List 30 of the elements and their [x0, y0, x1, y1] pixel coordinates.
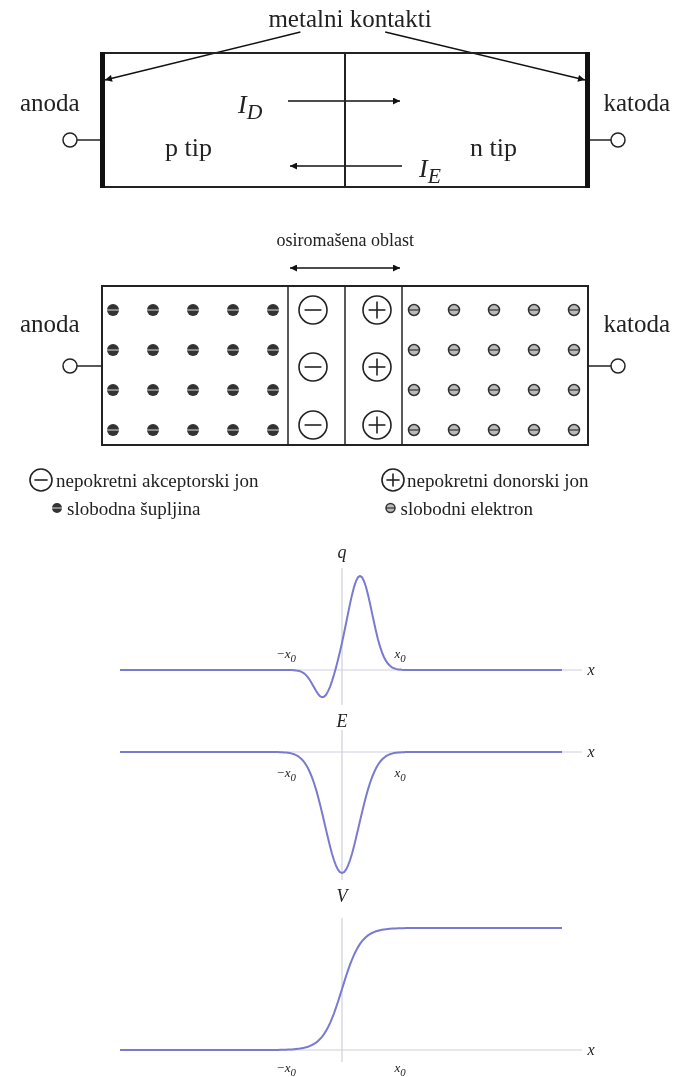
region-label: p tip — [165, 135, 212, 161]
legend-label: nepokretni donorski jon — [407, 470, 589, 490]
terminal-label: anoda — [20, 310, 80, 336]
leader-line — [104, 31, 302, 82]
tick-label: x$_{0}$ — [394, 766, 406, 783]
region-label: n tip — [470, 135, 517, 161]
axis-label: x — [587, 1042, 595, 1058]
legend-label: slobodni elektron — [400, 498, 533, 518]
tick-label: −x$_{0}$ — [276, 766, 296, 783]
tick-label: −x$_{0}$ — [276, 647, 296, 664]
axis-label: x — [587, 662, 595, 678]
region-label: osiromašena oblast — [276, 231, 414, 249]
legend-label: slobodna šupljina — [67, 498, 201, 518]
axis-label: V — [336, 887, 348, 905]
callout-label: metalni kontakti — [270, 6, 430, 32]
legend-label: nepokretni akceptorski jon — [56, 470, 259, 490]
terminal-label: anoda — [20, 89, 80, 115]
axis-label: x — [587, 744, 595, 760]
axis-label: q — [337, 543, 347, 561]
terminal-label: katoda — [603, 310, 671, 336]
tick-label: x$_{0}$ — [394, 1061, 406, 1077]
current-arrow — [289, 162, 403, 170]
current-label: I$_{E}$ — [419, 156, 441, 188]
tick-label: x$_{0}$ — [394, 647, 406, 664]
current-label: I$_{D}$ — [238, 92, 263, 124]
current-arrow — [287, 97, 401, 105]
tick-label: −x$_{0}$ — [276, 1061, 296, 1077]
terminal-label: katoda — [603, 89, 671, 115]
axis-label: E — [336, 712, 348, 730]
leader-line — [384, 31, 586, 82]
